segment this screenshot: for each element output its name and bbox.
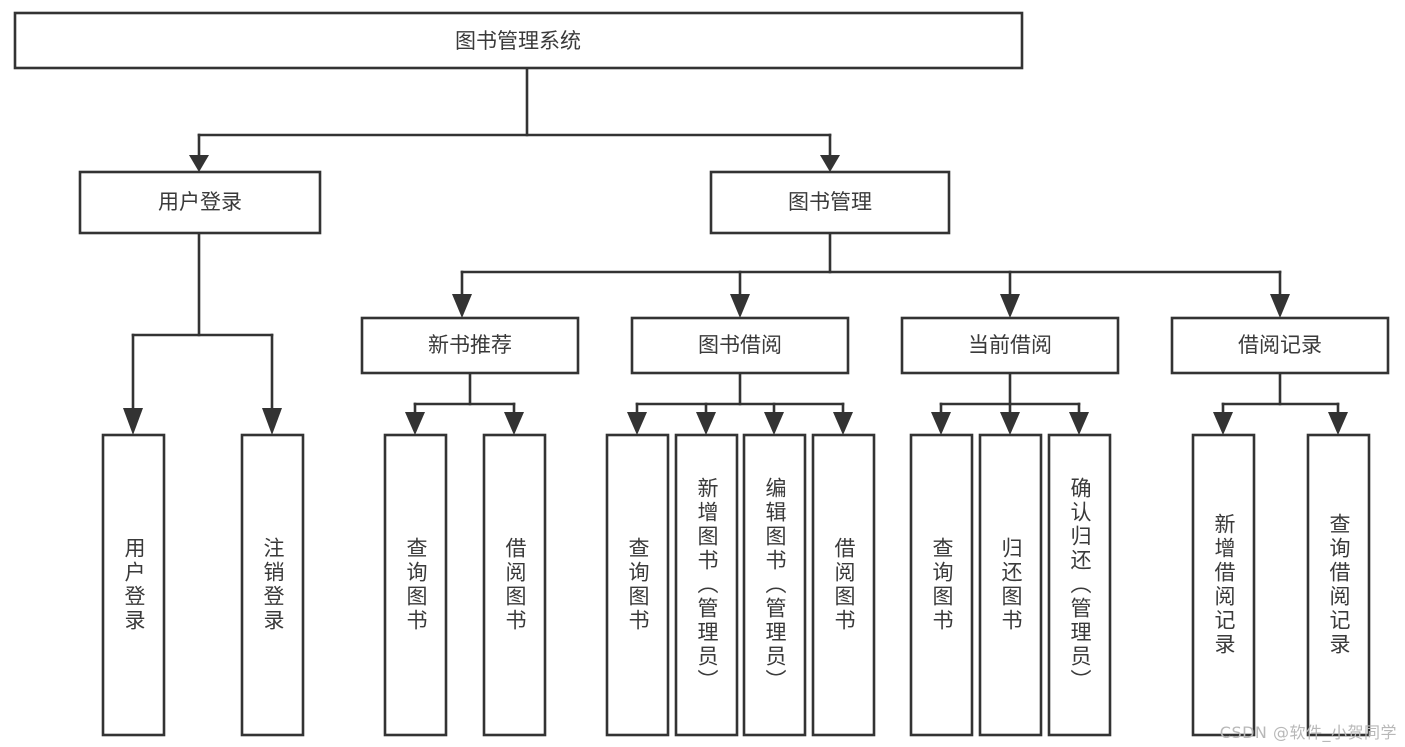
arrowhead-bookborrow-leaf-2 bbox=[696, 412, 716, 435]
node-leaf-logout-label: 注销登录 bbox=[260, 537, 285, 633]
node-leaf-newbook-query-box[interactable] bbox=[383, 433, 448, 737]
node-leaf-current-query-box[interactable] bbox=[909, 433, 974, 737]
node-new-book-box[interactable] bbox=[360, 316, 580, 375]
arrowhead-bookborrow-leaf-4 bbox=[833, 412, 853, 435]
arrowhead-bookborrow-leaf-1 bbox=[627, 412, 647, 435]
node-book-borrow-box[interactable] bbox=[630, 316, 850, 375]
arrowhead-to-leaf-user-login bbox=[123, 408, 143, 435]
node-leaf-newbook-borrow-label: 借阅图书 bbox=[502, 537, 527, 633]
arrowhead-to-bookborrow bbox=[730, 294, 750, 318]
arrowhead-newbook-leaf-1 bbox=[405, 412, 425, 435]
node-book-mgmt-box[interactable] bbox=[709, 170, 951, 235]
node-leaf-logout-box[interactable] bbox=[240, 433, 305, 737]
node-leaf-current-return-label: 归还图书 bbox=[998, 537, 1023, 633]
arrowhead-to-user-login bbox=[189, 155, 209, 172]
node-root-label: 图书管理系统 bbox=[455, 29, 581, 53]
nodes-group: 图书管理系统 用户登录 图书管理 新书推荐 图书借阅 当前借阅 借阅记录 bbox=[13, 11, 1390, 737]
arrowhead-bookborrow-leaf-3 bbox=[764, 412, 784, 435]
node-user-login-label: 用户登录 bbox=[158, 190, 242, 214]
node-leaf-record-add-label: 新增借阅记录 bbox=[1211, 513, 1236, 657]
node-borrow-record-box[interactable] bbox=[1170, 316, 1390, 375]
arrowhead-currentborrow-leaf-3 bbox=[1069, 412, 1089, 435]
node-root-box[interactable] bbox=[13, 11, 1024, 70]
node-current-borrow-box[interactable] bbox=[900, 316, 1120, 375]
node-current-borrow-label: 当前借阅 bbox=[968, 333, 1052, 357]
arrowhead-to-borrowrecord bbox=[1270, 294, 1290, 318]
node-leaf-current-return-box[interactable] bbox=[978, 433, 1043, 737]
csdn-watermark: CSDN @软件_小贺同学 bbox=[1219, 723, 1397, 742]
arrowhead-to-leaf-logout bbox=[262, 408, 282, 435]
arrowhead-borrowrecord-leaf-2 bbox=[1328, 412, 1348, 435]
node-new-book-label: 新书推荐 bbox=[428, 333, 512, 357]
node-leaf-borrow-edit-box[interactable] bbox=[742, 433, 807, 737]
arrowhead-newbook-leaf-2 bbox=[504, 412, 524, 435]
arrowhead-to-newbook bbox=[452, 294, 472, 318]
arrowhead-to-currentborrow bbox=[1000, 294, 1020, 318]
node-leaf-borrow-query-box[interactable] bbox=[605, 433, 670, 737]
node-leaf-borrow-lend-label: 借阅图书 bbox=[831, 537, 856, 633]
node-leaf-user-login-box[interactable] bbox=[101, 433, 166, 737]
node-borrow-record-label: 借阅记录 bbox=[1238, 333, 1322, 357]
arrowhead-to-book-mgmt bbox=[820, 155, 840, 172]
node-leaf-current-confirm-label: 确认归还（管理员） bbox=[1067, 477, 1092, 693]
node-user-login-box[interactable] bbox=[78, 170, 322, 235]
node-leaf-newbook-query-label: 查询图书 bbox=[403, 537, 428, 633]
node-leaf-user-login-label: 用户登录 bbox=[121, 537, 146, 633]
node-leaf-record-query-label: 查询借阅记录 bbox=[1326, 513, 1351, 657]
node-leaf-borrow-edit-label: 编辑图书（管理员） bbox=[762, 477, 787, 693]
node-leaf-borrow-add-box[interactable] bbox=[674, 433, 739, 737]
node-leaf-borrow-lend-box[interactable] bbox=[811, 433, 876, 737]
node-leaf-borrow-add-label: 新增图书（管理员） bbox=[694, 477, 719, 693]
arrowhead-borrowrecord-leaf-1 bbox=[1213, 412, 1233, 435]
node-book-borrow-label: 图书借阅 bbox=[698, 333, 782, 357]
node-leaf-current-confirm-box[interactable] bbox=[1047, 433, 1112, 737]
arrowhead-currentborrow-leaf-1 bbox=[931, 412, 951, 435]
arrowhead-currentborrow-leaf-2 bbox=[1000, 412, 1020, 435]
arrowheads-group bbox=[123, 155, 1348, 435]
node-leaf-borrow-query-label: 查询图书 bbox=[625, 537, 650, 633]
node-leaf-newbook-borrow-box[interactable] bbox=[482, 433, 547, 737]
node-book-mgmt-label: 图书管理 bbox=[788, 190, 872, 214]
node-leaf-record-add-box[interactable] bbox=[1191, 433, 1256, 737]
node-leaf-record-query-box[interactable] bbox=[1306, 433, 1371, 737]
node-leaf-current-query-label: 查询图书 bbox=[929, 537, 954, 633]
